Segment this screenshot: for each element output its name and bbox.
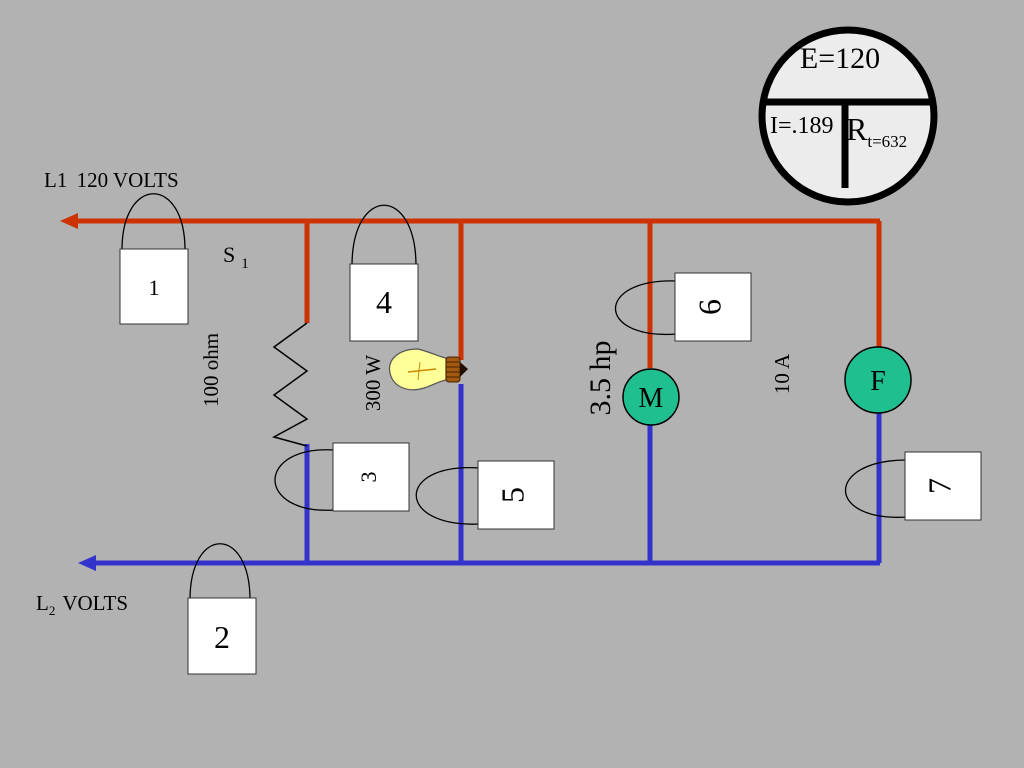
ammeter-2-number: 2 (214, 619, 230, 655)
resistor-zigzag (272, 322, 309, 447)
ammeter-6-number: 6 (691, 299, 727, 315)
motor-rating: 3.5 hp (584, 341, 617, 416)
fan-symbol (844, 346, 912, 414)
fan-rating: 10 A (770, 353, 794, 394)
ammeter-7-number: 7 (921, 478, 957, 494)
ammeter-3-number: 3 (356, 472, 381, 483)
ammeter-5: 5 (415, 460, 555, 530)
ohms-law-voltage: E=120 (800, 42, 880, 75)
lamp-rating: 300 W (361, 355, 385, 411)
line1-arrowhead (60, 213, 78, 229)
ammeter-6: 6 (614, 272, 752, 342)
fan-label: F (870, 366, 886, 397)
ammeter-1-number: 1 (149, 275, 160, 300)
light-bulb-icon (388, 348, 468, 391)
ammeter-5-number: 5 (494, 487, 530, 503)
ohms-law-current: I=.189 (770, 113, 834, 139)
ammeter-4: 4 (349, 204, 419, 342)
resistor-rating: 100 ohm (199, 333, 223, 407)
ammeter-7: 7 (844, 451, 982, 521)
ammeter-2: 2 (187, 543, 257, 675)
ammeter-1: 1 (119, 193, 189, 325)
motor-label: M (639, 383, 664, 414)
line2-wiring (78, 384, 882, 571)
ohms-law-resistance: Rt=632 (846, 111, 907, 151)
ohms-law-circle: E=120 I=.189 Rt=632 (758, 26, 938, 206)
motor-symbol (622, 368, 680, 426)
line2-arrowhead (78, 555, 96, 571)
line1-wiring (60, 213, 882, 368)
ammeter-3: 3 (274, 442, 410, 512)
ammeter-4-number: 4 (376, 284, 392, 320)
